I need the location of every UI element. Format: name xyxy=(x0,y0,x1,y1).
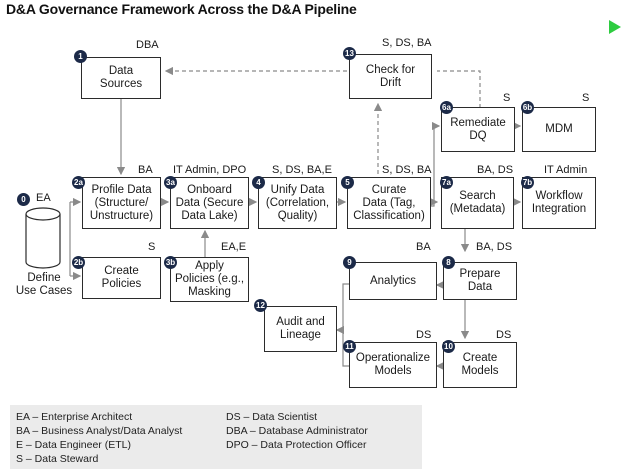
node-check-drift: Check for Drift xyxy=(349,54,432,99)
role-label: BA, DS xyxy=(477,164,514,176)
legend-item: DBA – Database Administrator xyxy=(226,425,368,437)
node-label: Operationalize Models xyxy=(355,352,431,377)
step-badge: 10 xyxy=(442,340,455,353)
role-label: BA xyxy=(138,164,153,176)
role-label: EA,E xyxy=(221,241,247,253)
step-badge: 7a xyxy=(440,176,453,189)
node-label: Unify Data (Correlation, Quality) xyxy=(265,183,330,222)
role-label: IT Admin, DPO xyxy=(173,164,247,176)
define-use-cases-label: Define Use Cases xyxy=(15,272,73,297)
step-badge: 9 xyxy=(343,256,356,269)
step-badge: 6b xyxy=(521,101,534,114)
node-label: Create Models xyxy=(461,352,499,377)
legend-item: S – Data Steward xyxy=(16,453,99,465)
role-label: IT Admin xyxy=(544,164,588,176)
role-label: S, DS, BA xyxy=(382,37,432,49)
role-label: DS xyxy=(416,329,432,341)
step-badge: 11 xyxy=(343,340,356,353)
node-curate-data: Curate Data (Tag, Classification) xyxy=(347,177,431,229)
step-badge: 13 xyxy=(343,47,356,60)
node-label: Workflow Integration xyxy=(531,190,587,215)
node-label: Onboard Data (Secure Data Lake) xyxy=(175,183,244,222)
step-badge: 3a xyxy=(164,176,177,189)
node-remediate-dq: Remediate DQ xyxy=(441,107,515,152)
node-label: Curate Data (Tag, Classification) xyxy=(353,183,425,222)
step-badge: 5 xyxy=(341,176,354,189)
step-badge: 2b xyxy=(72,256,85,269)
node-data-sources: Data Sources xyxy=(81,57,161,99)
node-label: Create Policies xyxy=(101,265,142,290)
node-analytics: Analytics xyxy=(349,262,437,300)
node-workflow: Workflow Integration xyxy=(522,177,596,229)
node-label: Prepare Data xyxy=(459,268,501,293)
node-profile-data: Profile Data (Structure/ Unstructure) xyxy=(82,177,161,229)
step-badge: 8 xyxy=(442,256,455,269)
node-mdm: MDM xyxy=(522,107,596,152)
node-apply-policies: Apply Policies (e.g., Masking xyxy=(170,257,249,302)
node-label: Analytics xyxy=(369,274,417,287)
role-label: S, DS, BA,E xyxy=(272,164,332,176)
step-badge: 7b xyxy=(521,176,534,189)
brand-marker-icon xyxy=(609,20,621,34)
node-create-policies: Create Policies xyxy=(82,257,161,299)
node-label: Search (Metadata) xyxy=(449,190,506,215)
role-label: DBA xyxy=(136,39,159,51)
role-legend: EA – Enterprise Architect BA – Business … xyxy=(10,405,422,469)
role-label: BA xyxy=(416,241,431,253)
legend-item: BA – Business Analyst/Data Analyst xyxy=(16,425,183,437)
node-audit-lineage: Audit and Lineage xyxy=(264,306,337,352)
database-cylinder-icon xyxy=(25,207,61,269)
node-onboard-data: Onboard Data (Secure Data Lake) xyxy=(170,177,249,229)
node-create-models: Create Models xyxy=(443,342,517,388)
node-operationalize: Operationalize Models xyxy=(349,342,437,388)
node-label: Apply Policies (e.g., Masking xyxy=(174,260,245,298)
step-badge: 1 xyxy=(74,50,87,63)
node-label: Data Sources xyxy=(99,65,143,90)
node-label: Audit and Lineage xyxy=(276,316,325,341)
role-label: S xyxy=(148,241,156,253)
step-badge: 12 xyxy=(254,299,267,312)
node-label: MDM xyxy=(545,123,573,135)
step-badge: 4 xyxy=(252,176,265,189)
diagram-title: D&A Governance Framework Across the D&A … xyxy=(6,1,357,17)
role-label: S, DS, BA xyxy=(382,164,432,176)
node-label: Check for Drift xyxy=(365,63,416,89)
role-label: DS xyxy=(496,329,512,341)
step-badge: 6a xyxy=(440,101,453,114)
node-search: Search (Metadata) xyxy=(441,177,514,229)
step-badge-0: 0 xyxy=(17,193,30,206)
legend-item: DPO – Data Protection Officer xyxy=(226,439,367,451)
node-prepare-data: Prepare Data xyxy=(443,262,517,300)
legend-item: DS – Data Scientist xyxy=(226,411,318,423)
node-label: Remediate DQ xyxy=(450,116,506,142)
legend-item: E – Data Engineer (ETL) xyxy=(16,439,131,451)
node-unify-data: Unify Data (Correlation, Quality) xyxy=(258,177,337,229)
role-define-use-cases: EA xyxy=(36,192,51,204)
legend-item: EA – Enterprise Architect xyxy=(16,411,133,423)
node-label: Profile Data (Structure/ Unstructure) xyxy=(89,183,154,222)
role-label: S xyxy=(503,92,511,104)
step-badge: 3b xyxy=(164,256,177,269)
step-badge: 2a xyxy=(72,176,85,189)
role-label: BA, DS xyxy=(476,241,513,253)
role-label: S xyxy=(582,92,590,104)
